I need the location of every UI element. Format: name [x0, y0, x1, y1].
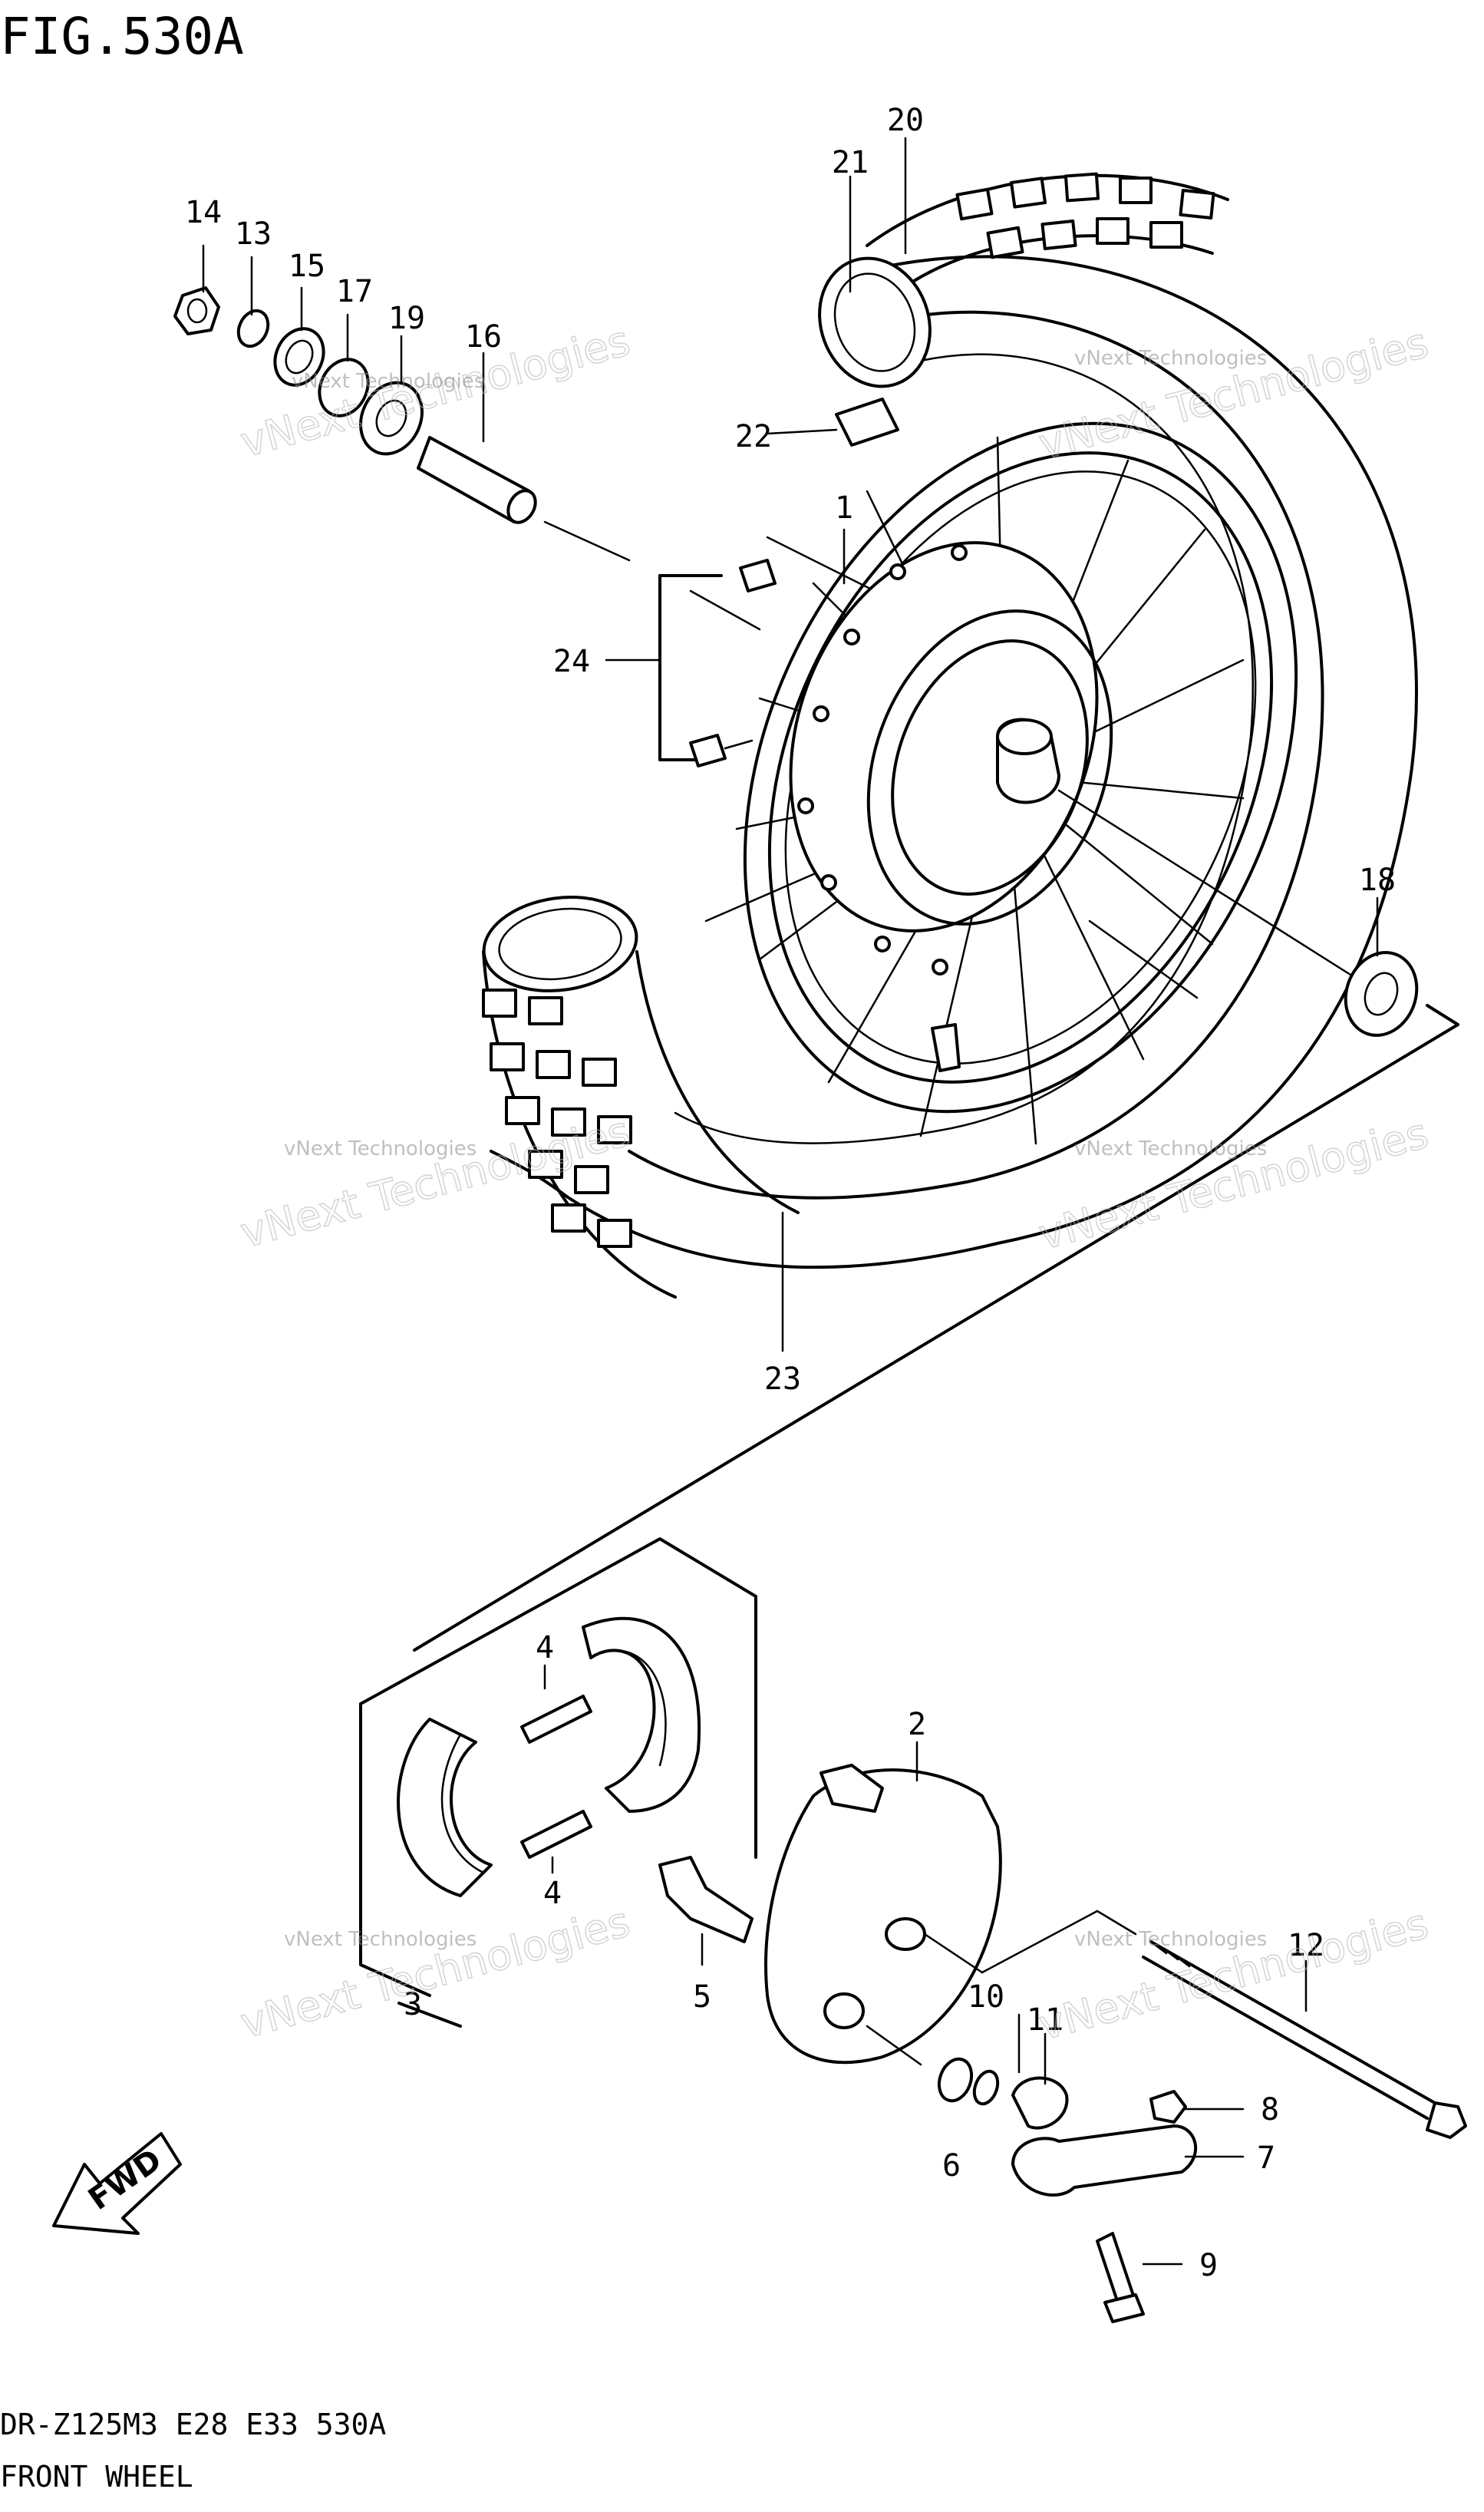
- oil-seal: [318, 358, 370, 418]
- callout-14: 14: [185, 195, 222, 230]
- watermark-big: vNext Technologies: [1034, 1109, 1433, 1259]
- callout-8: 8: [1261, 2092, 1279, 2127]
- watermark-big: vNext Technologies: [1034, 1900, 1433, 2050]
- return-spring: [1011, 2076, 1069, 2130]
- front-axle: [1142, 1940, 1467, 2139]
- watermark-big: vNext Technologies: [1034, 319, 1433, 469]
- watermark: vNext Technologies: [1074, 1928, 1267, 1951]
- callout-19: 19: [388, 301, 425, 336]
- callout-13: 13: [235, 216, 272, 252]
- hub-holes: [797, 544, 968, 975]
- callout-7: 7: [1257, 2141, 1275, 2176]
- cam-washer: [937, 2057, 974, 2103]
- figure-name-line: FRONT WHEEL: [0, 2460, 193, 2494]
- brake-shoe-box: [359, 1537, 757, 2028]
- shoe-spring: [520, 1810, 592, 1859]
- cam-seal: [972, 2069, 1000, 2106]
- callout-22: 22: [735, 419, 772, 454]
- callout-12: 12: [1288, 1928, 1324, 1963]
- callout-10: 10: [968, 1979, 1004, 2015]
- callout-20: 20: [887, 103, 924, 138]
- brake-cam: [658, 1856, 754, 1966]
- callout-4-bottom: 4: [543, 1876, 562, 1911]
- callout-24: 24: [553, 644, 590, 679]
- model-code-line: DR-Z125M3 E28 E33 530A: [0, 2408, 386, 2441]
- tire-tread-top: [955, 172, 1215, 259]
- watermark: vNext Technologies: [1074, 1137, 1267, 1160]
- watermark: vNext Technologies: [1074, 347, 1267, 370]
- watermark: vNext Technologies: [292, 370, 484, 393]
- callout-5: 5: [693, 1979, 711, 2015]
- bolt: [689, 734, 727, 767]
- watermark: vNext Technologies: [284, 1137, 477, 1160]
- brake-shoe: [582, 1616, 701, 1813]
- shoe-spring: [520, 1695, 592, 1744]
- bolt: [739, 559, 777, 593]
- callout-6: 6: [942, 2148, 961, 2184]
- inner-tube-section: [818, 256, 932, 388]
- wheel-bearing-right: [1057, 789, 1419, 1037]
- brake-shoe: [397, 1718, 493, 1897]
- assembly-guideline: [413, 1023, 1459, 1652]
- dust-seal: [273, 327, 325, 387]
- tire-lower-section: [482, 895, 800, 1299]
- rim-outer: [743, 421, 1298, 1114]
- axle-nut: [173, 286, 220, 335]
- front-wheel-assembly: [482, 172, 1418, 1299]
- callout-4-top: 4: [536, 1630, 554, 1665]
- watermark-big: vNext Technologies: [236, 1897, 635, 2048]
- callout-17: 17: [336, 274, 373, 309]
- rim-band: [835, 398, 899, 447]
- wheel-bearing-left: [359, 381, 424, 456]
- callout-9: 9: [1199, 2248, 1218, 2283]
- brake-panel: [764, 1764, 1137, 2066]
- callout-15: 15: [289, 249, 325, 284]
- callout-leaders: [202, 137, 1379, 2085]
- callout-3: 3: [404, 1987, 422, 2022]
- callout-labels: 20 21 14 13 15 17 19 16 22 1 24 18 23 4 …: [185, 103, 1396, 2283]
- callout-23: 23: [764, 1362, 801, 1397]
- callout-2: 2: [908, 1707, 926, 1742]
- callout-18: 18: [1359, 863, 1396, 898]
- disc-bolt-group: [658, 559, 777, 767]
- tire-valve: [931, 1023, 961, 1072]
- watermark: vNext Technologies: [284, 1928, 477, 1951]
- callout-1: 1: [835, 490, 853, 526]
- tire-outline: [490, 255, 1418, 1269]
- washer: [236, 309, 270, 348]
- callout-11: 11: [1027, 2002, 1064, 2038]
- brake-arm-nut: [1149, 2090, 1187, 2124]
- callout-21: 21: [832, 145, 869, 180]
- left-bearing-stack: [173, 286, 631, 562]
- figure-title: FIG.530A: [0, 7, 244, 66]
- forward-direction-arrow: FWD: [52, 2132, 182, 2235]
- brake-arm: [1011, 2124, 1197, 2197]
- callout-16: 16: [465, 319, 502, 355]
